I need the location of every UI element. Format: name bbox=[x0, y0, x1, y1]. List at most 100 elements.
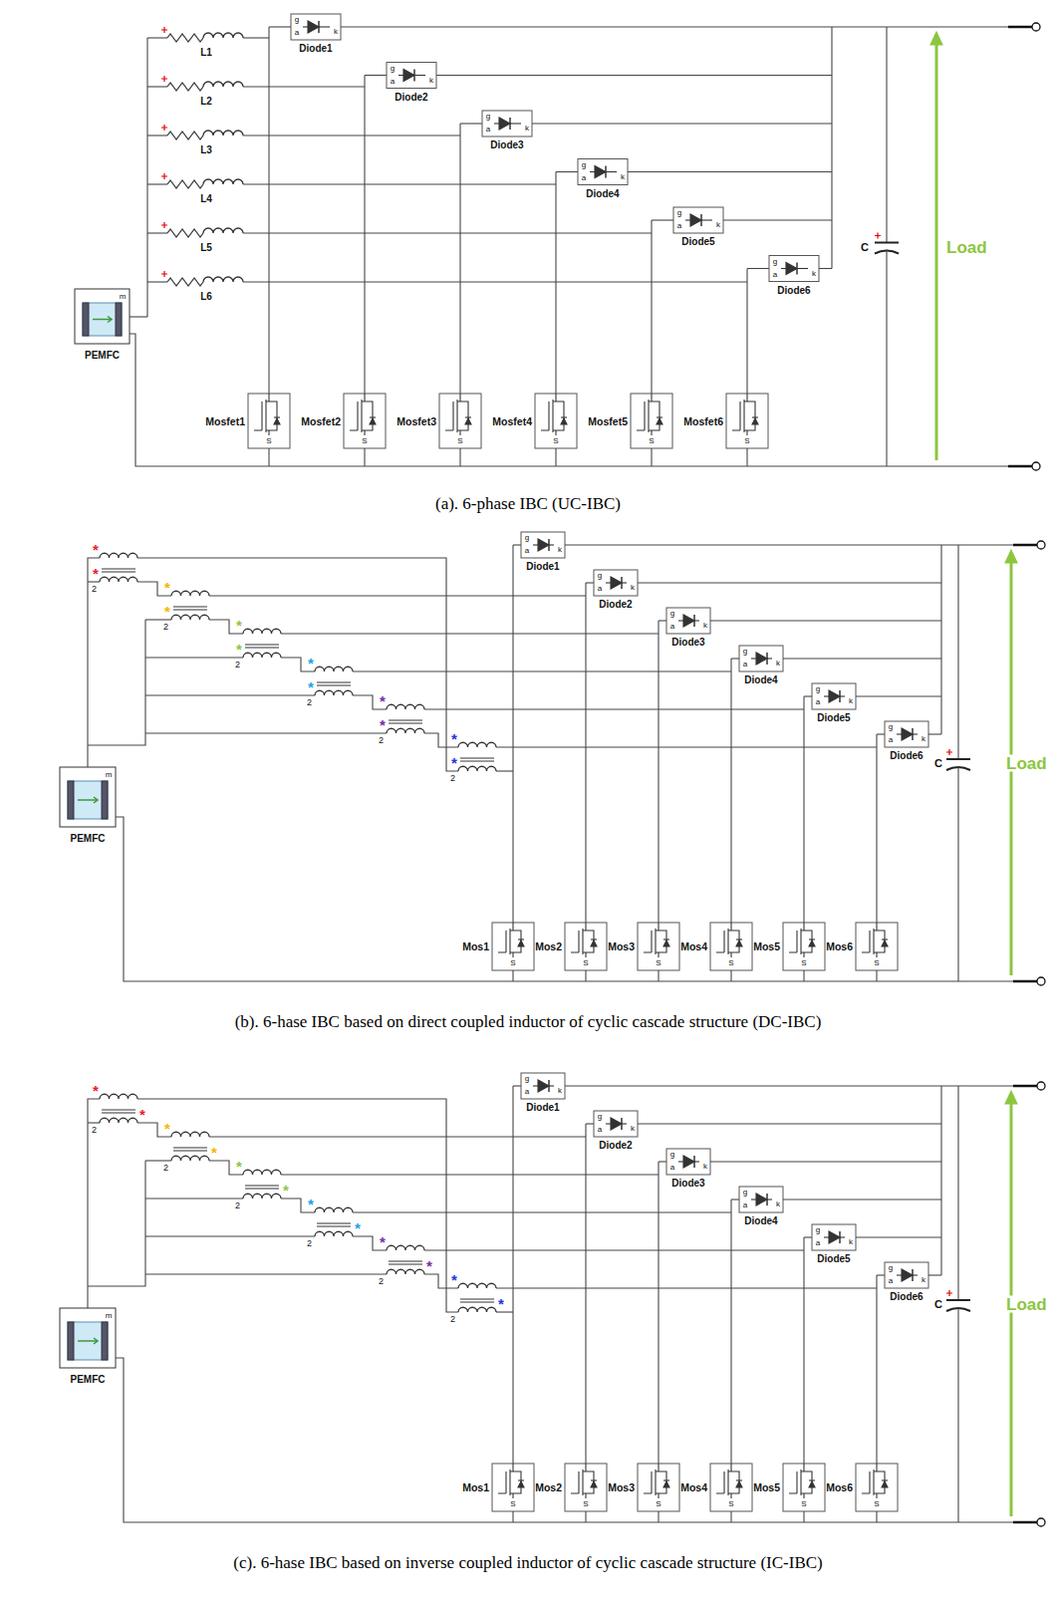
wire bbox=[650, 220, 652, 394]
wire bbox=[267, 26, 269, 394]
winding-number: 2 bbox=[378, 736, 384, 746]
wire bbox=[585, 1122, 594, 1124]
coupled-inductor-winding bbox=[243, 652, 281, 658]
body-diode bbox=[369, 416, 376, 418]
output-terminal bbox=[1032, 22, 1041, 31]
component-label: Mos3 bbox=[607, 941, 635, 953]
component-label: Mosfet1 bbox=[205, 415, 246, 427]
pin-label: k bbox=[557, 545, 562, 554]
wire bbox=[1013, 1084, 1038, 1088]
pin-label: g bbox=[670, 1150, 675, 1159]
pin-label: g bbox=[815, 685, 820, 694]
wire bbox=[855, 1236, 942, 1238]
mosfet-block bbox=[855, 922, 898, 971]
body-diode bbox=[465, 418, 472, 425]
pin-label: g bbox=[743, 1188, 748, 1197]
diode-symbol bbox=[756, 1193, 768, 1206]
mosfet-block bbox=[564, 922, 607, 971]
diode-symbol bbox=[499, 117, 511, 130]
mosfet-symbol bbox=[445, 393, 469, 436]
wire bbox=[145, 1197, 244, 1199]
component-label: Mos3 bbox=[607, 1482, 635, 1494]
polarity-mark bbox=[161, 26, 168, 33]
pin-label: S bbox=[265, 437, 271, 446]
component-label: Diode4 bbox=[744, 675, 778, 686]
load-arrow-head bbox=[1005, 549, 1018, 563]
diode-symbol bbox=[693, 614, 696, 627]
polarity-dot: * bbox=[426, 1258, 433, 1274]
polarity-mark bbox=[161, 222, 168, 229]
component-label: Mos1 bbox=[462, 941, 490, 953]
diode-symbol bbox=[693, 1155, 696, 1168]
diode-symbol bbox=[838, 1231, 841, 1244]
diode-block bbox=[482, 110, 532, 137]
wire bbox=[280, 1173, 659, 1175]
pin-label: g bbox=[773, 258, 778, 266]
coupled-inductor-winding bbox=[99, 576, 138, 582]
wire bbox=[1013, 1521, 1038, 1525]
pin-label: a bbox=[390, 77, 395, 86]
polarity-mark bbox=[946, 1290, 953, 1297]
wire bbox=[650, 448, 652, 467]
diode-block bbox=[666, 607, 711, 634]
diode-block bbox=[666, 1148, 711, 1175]
polarity-dot: * bbox=[451, 731, 458, 747]
fuel-cell-core bbox=[67, 1321, 108, 1360]
mosfet-symbol bbox=[716, 922, 740, 958]
diode-block bbox=[593, 569, 638, 596]
coupled-inductor-winding bbox=[386, 728, 425, 734]
diode-symbol bbox=[307, 20, 319, 33]
resistor-symbol bbox=[167, 229, 204, 238]
polarity-mark bbox=[946, 749, 953, 756]
inductor-label: L2 bbox=[200, 96, 213, 107]
pin-label: k bbox=[848, 697, 853, 706]
polarity-dot: * bbox=[92, 541, 99, 557]
mosfet-block bbox=[783, 1463, 825, 1512]
pin-label: a bbox=[294, 28, 299, 37]
wire bbox=[657, 970, 659, 982]
pin-label: k bbox=[776, 659, 781, 668]
wire bbox=[145, 1273, 387, 1275]
wire bbox=[512, 1511, 514, 1523]
winding-number: 2 bbox=[235, 1201, 241, 1211]
wire bbox=[585, 581, 594, 583]
polarity-dot: * bbox=[282, 1182, 289, 1198]
wire bbox=[512, 970, 514, 982]
diode-symbol bbox=[901, 728, 913, 741]
wire bbox=[460, 122, 483, 124]
wire bbox=[564, 1084, 1038, 1086]
body-diode bbox=[465, 416, 472, 418]
wire bbox=[115, 1357, 1038, 1523]
mosfet-block bbox=[492, 1463, 534, 1512]
fuel-cell-arrow bbox=[77, 798, 98, 801]
body-diode bbox=[518, 1479, 525, 1481]
fuel-cell-plate bbox=[67, 781, 74, 819]
diode-symbol bbox=[547, 538, 550, 551]
diode-symbol bbox=[683, 614, 695, 627]
wire bbox=[875, 1511, 877, 1523]
polarity-mark bbox=[874, 233, 881, 240]
wire bbox=[496, 1287, 877, 1289]
diode-symbol bbox=[620, 576, 623, 589]
pin-label: S bbox=[728, 1500, 734, 1509]
pin-label: g bbox=[390, 64, 395, 73]
component-label: Mosfet4 bbox=[492, 415, 532, 427]
coupled-inductor-winding bbox=[171, 614, 210, 620]
body-diode bbox=[808, 1479, 815, 1481]
fuel-cell-plate bbox=[101, 1321, 108, 1360]
component-label: Mosfet5 bbox=[587, 415, 628, 427]
pin-label: k bbox=[620, 173, 625, 182]
wire bbox=[87, 1160, 146, 1287]
polarity-mark bbox=[161, 173, 168, 180]
body-diode bbox=[881, 940, 888, 947]
wire bbox=[243, 280, 748, 282]
wire bbox=[731, 657, 740, 659]
winding-number: 2 bbox=[306, 1239, 312, 1249]
diode-symbol bbox=[509, 117, 512, 130]
inductor-coil bbox=[203, 228, 244, 234]
polarity-dot: * bbox=[451, 755, 458, 771]
mosfet-block bbox=[492, 922, 534, 971]
wire bbox=[129, 315, 148, 317]
pin-label: g bbox=[525, 1074, 529, 1083]
